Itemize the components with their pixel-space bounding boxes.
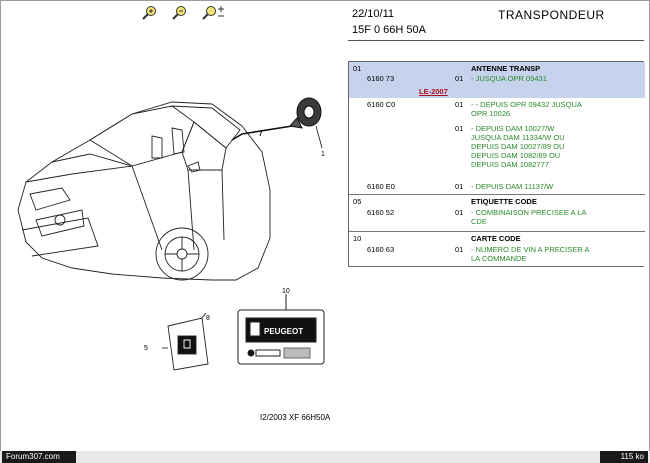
callout-5: 5 — [144, 345, 148, 352]
group-number: 01 — [353, 64, 362, 73]
parts-group-05[interactable]: 05 ETIQUETTE CODE 6160 52 01 - COMBINAIS… — [349, 194, 645, 231]
part-reference: 6160 E0 — [367, 182, 395, 191]
part-description: DEPUIS DAM 10027/89 OU — [471, 142, 565, 151]
zoom-fit-button[interactable] — [200, 5, 224, 21]
part-quantity: 01 — [455, 245, 464, 254]
part-description: OPR 10026 — [471, 109, 511, 118]
parts-illustration: 1 — [17, 97, 325, 281]
part-description: - DEPUIS DAM 10027/W — [471, 124, 555, 133]
illustration-caption: I2/2003 XF 66H50A — [260, 413, 331, 422]
zoom-in-icon — [142, 6, 156, 20]
part-reference: 6160 C0 — [367, 100, 396, 109]
part-description: DEPUIS DAM 1082777 — [471, 160, 549, 169]
zoom-toolbar — [140, 5, 224, 21]
code-label-illustration: 5 8 — [144, 312, 210, 371]
document-date: 22/10/11 — [352, 8, 395, 20]
status-bar: Forum307.com 115 ko — [0, 451, 650, 463]
part-description: CDE — [471, 217, 487, 226]
header-divider — [348, 40, 644, 41]
part-quantity: 01 — [455, 182, 464, 191]
group-title: CARTE CODE — [471, 234, 521, 243]
code-card-illustration: 10 PEUGEOT — [237, 288, 325, 365]
part-description: - - DEPUIS OPR 09432 JUSQUA — [471, 100, 582, 109]
zoom-fit-icon — [202, 6, 224, 20]
part-reference: 6160 63 — [367, 245, 395, 254]
part-description: - JUSQUA OPR 09431 — [471, 74, 547, 83]
part-quantity: 01 — [455, 124, 464, 133]
parts-table: 01 ANTENNE TRANSP 6160 73 01 - JUSQUA OP… — [348, 61, 645, 267]
part-description: JUSQUA DAM 11334/W OU — [471, 133, 565, 142]
part-quantity: 01 — [455, 100, 464, 109]
document-reference: 15F 0 66H 50A — [352, 24, 426, 36]
zoom-in-button[interactable] — [140, 5, 160, 21]
callout-8: 8 — [206, 315, 210, 322]
callout-1: 1 — [321, 151, 325, 158]
parts-group-10[interactable]: 10 CARTE CODE 6160 63 01 - NUMERO DE VIN… — [349, 231, 645, 267]
part-quantity: 01 — [455, 208, 464, 217]
part-description: - NUMERO DE VIN A PRECISER A — [471, 245, 590, 254]
site-label: Forum307.com — [2, 451, 76, 463]
zoom-out-button[interactable] — [170, 5, 190, 21]
part-quantity: 01 — [455, 74, 464, 83]
parts-group-01[interactable]: 01 ANTENNE TRANSP 6160 73 01 - JUSQUA OP… — [349, 62, 645, 98]
file-size-label: 115 ko — [600, 451, 648, 463]
part-reference: 6160 52 — [367, 208, 395, 217]
group-number: 10 — [353, 234, 362, 243]
group-title: ANTENNE TRANSP — [471, 64, 541, 73]
card-brand-text: PEUGEOT — [264, 327, 303, 336]
part-description: - DEPUIS DAM 11137/W — [471, 182, 554, 191]
part-description: - COMBINAISON PRECISEE A LA — [471, 208, 587, 217]
group-number: 05 — [353, 197, 362, 206]
part-description: LA COMMANDE — [471, 254, 527, 263]
zoom-out-icon — [172, 6, 186, 20]
group-title: ETIQUETTE CODE — [471, 197, 537, 206]
part-description: DEPUIS DAM 1082/89 OU — [471, 151, 561, 160]
le-2007-link[interactable]: LE-2007 — [419, 87, 448, 96]
page-title: TRANSPONDEUR — [498, 8, 605, 22]
callout-10: 10 — [282, 288, 290, 295]
part-reference: 6160 73 — [367, 74, 395, 83]
parts-group-01-variants: 6160 C0 01 - - DEPUIS OPR 09432 JUSQUA O… — [349, 98, 645, 194]
